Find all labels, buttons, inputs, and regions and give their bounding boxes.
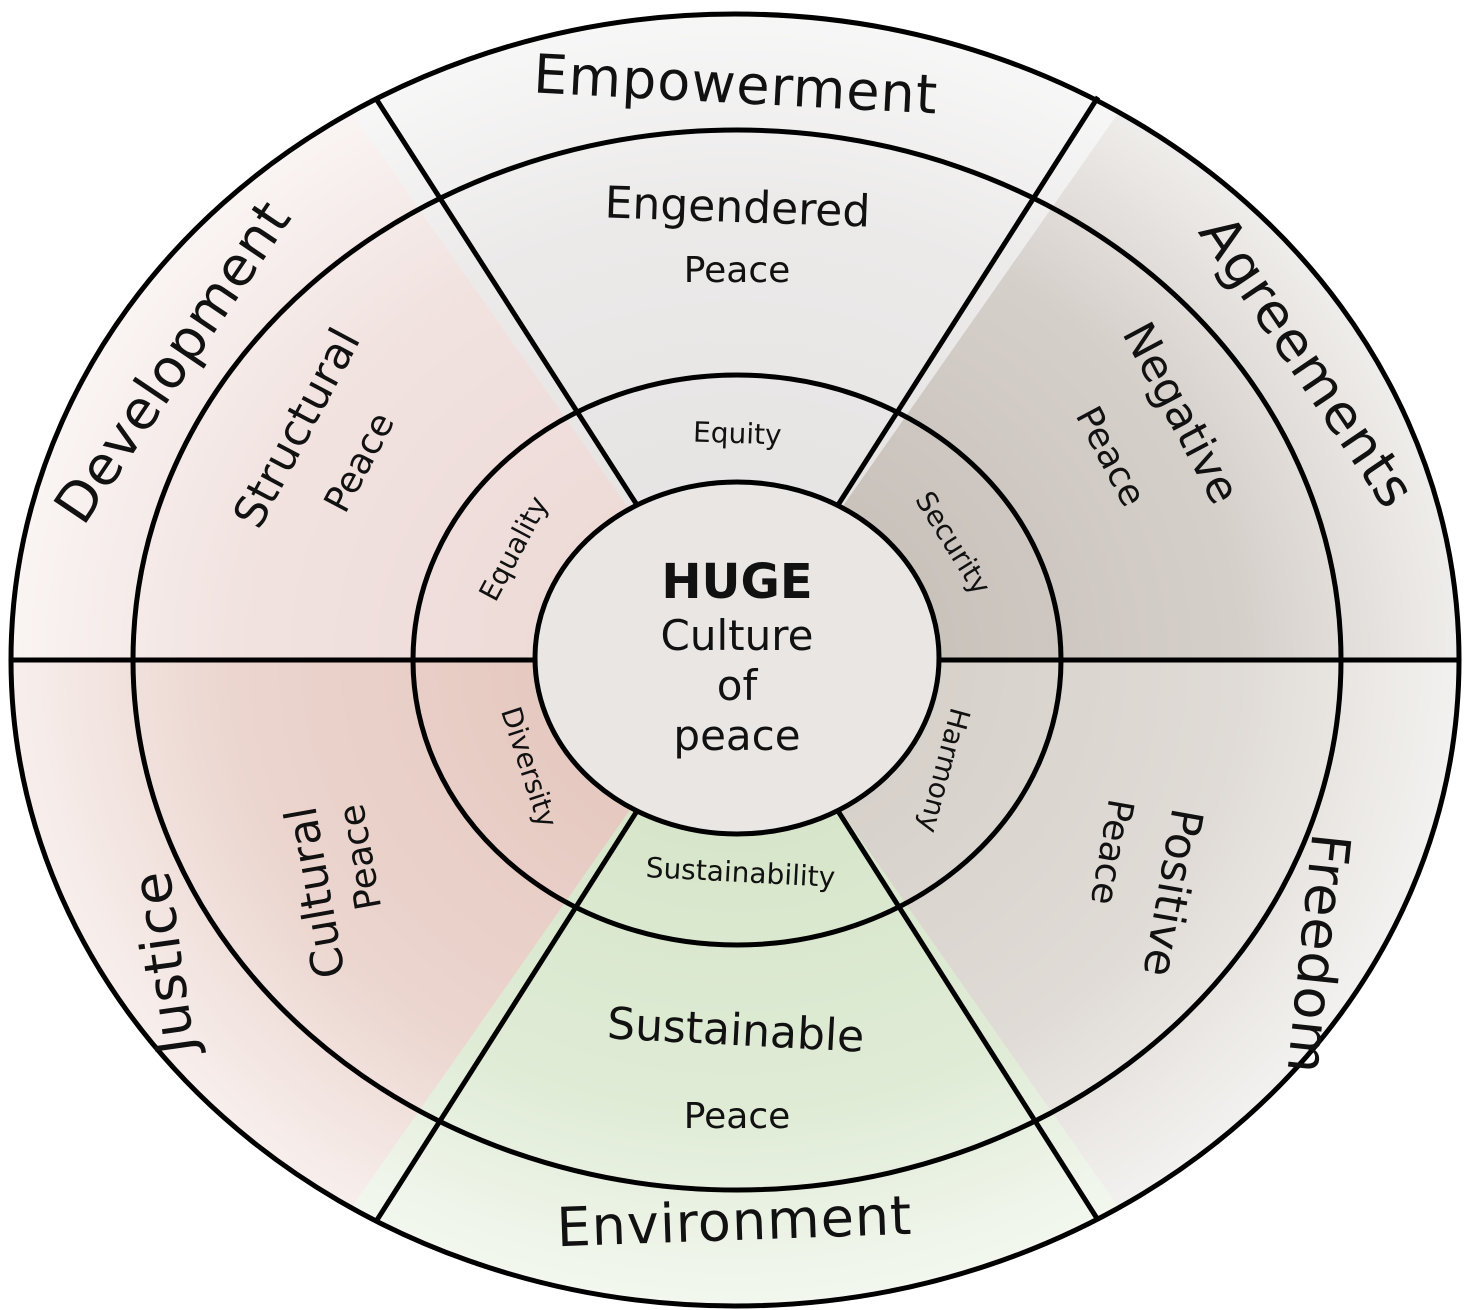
center-labels: HUGE Culture of peace bbox=[661, 554, 814, 760]
spoke-lower-right bbox=[835, 809, 1101, 1222]
label-equity: Equity bbox=[693, 415, 783, 451]
label-sustainable-peace: Peace bbox=[684, 1096, 791, 1137]
label-engendered-peace: Peace bbox=[684, 250, 791, 291]
label-engendered: Engendered bbox=[604, 177, 871, 237]
spokes bbox=[12, 95, 1459, 1222]
spoke-upper-left bbox=[372, 95, 640, 507]
center-title: HUGE bbox=[661, 554, 812, 610]
spoke-upper-right bbox=[835, 95, 1101, 507]
center-disc bbox=[535, 482, 939, 834]
spoke-lower-left bbox=[374, 809, 640, 1222]
label-environment: Environment bbox=[555, 1184, 913, 1259]
center-line-of: of bbox=[717, 661, 759, 710]
center-line-peace: peace bbox=[673, 711, 800, 760]
center-line-culture: Culture bbox=[661, 611, 814, 660]
